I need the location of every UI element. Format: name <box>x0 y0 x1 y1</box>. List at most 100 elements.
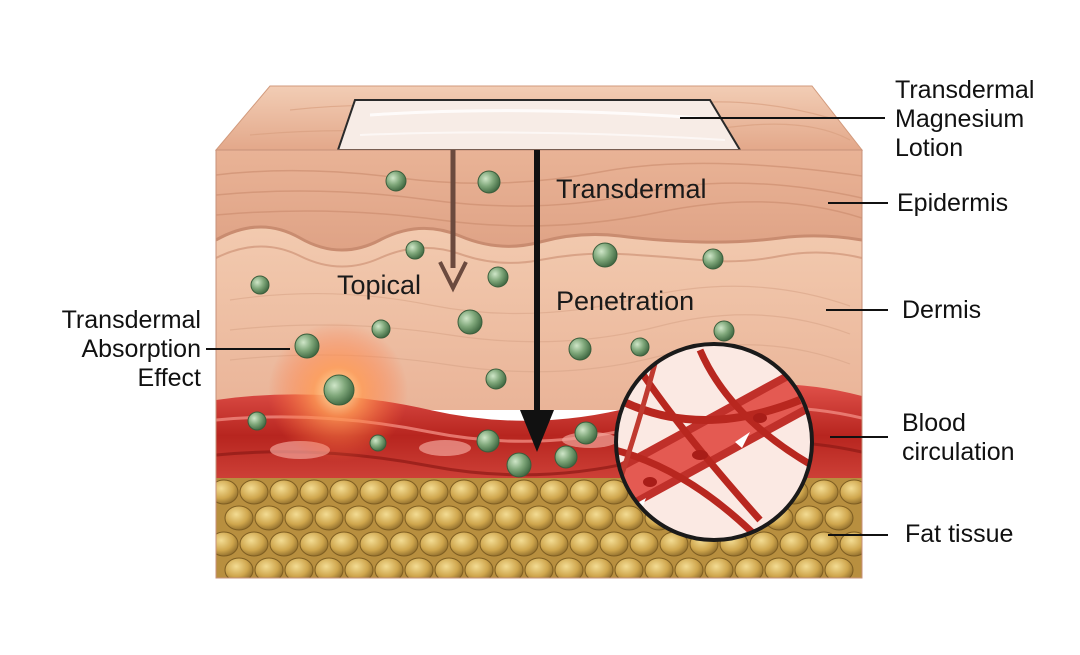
magnesium-particle-icon <box>485 368 507 390</box>
fat-cell <box>629 531 659 557</box>
fat-cell <box>449 479 479 505</box>
label-fat-tissue: Fat tissue <box>905 520 1014 548</box>
label-lotion: Transdermal Magnesium Lotion <box>895 76 1035 162</box>
fat-cell <box>314 505 344 531</box>
fat-cell <box>824 505 854 531</box>
fat-cell <box>314 557 344 578</box>
magnesium-particle-icon <box>713 320 735 342</box>
fat-cell <box>216 479 239 505</box>
magnesium-particle-icon <box>294 333 320 359</box>
magnesium-particle-icon <box>323 374 355 406</box>
fat-cell <box>644 557 674 578</box>
magnesium-particle-icon <box>568 337 592 361</box>
magnesium-particle-icon <box>385 170 407 192</box>
fat-cell <box>254 505 284 531</box>
fat-cell <box>569 531 599 557</box>
fat-cell <box>479 531 509 557</box>
fat-cell <box>839 479 862 505</box>
fat-cell <box>359 531 389 557</box>
fat-cell <box>794 505 824 531</box>
fat-cell <box>329 479 359 505</box>
transdermal-arrow <box>520 150 554 452</box>
blood-vessel-magnifier-icon <box>614 342 814 542</box>
fat-cell <box>479 479 509 505</box>
fat-cell <box>239 479 269 505</box>
fat-cell <box>554 505 584 531</box>
fat-cell <box>389 479 419 505</box>
label-absorption-effect: Transdermal Absorption Effect <box>61 306 201 392</box>
fat-cell <box>554 557 584 578</box>
fat-cell <box>584 557 614 578</box>
fat-cell <box>464 505 494 531</box>
fat-cell <box>404 557 434 578</box>
fat-cell <box>224 557 254 578</box>
magnesium-particle-icon <box>506 452 532 478</box>
fat-cell <box>509 531 539 557</box>
label-epidermis: Epidermis <box>897 189 1009 217</box>
fat-cell <box>269 531 299 557</box>
fat-cell <box>839 531 862 557</box>
fat-cell <box>809 531 839 557</box>
fat-cell <box>434 557 464 578</box>
lotion-patch <box>336 99 742 151</box>
fat-cell <box>764 557 794 578</box>
fat-cell <box>464 557 494 578</box>
magnesium-particle-icon <box>592 242 618 268</box>
fat-cell <box>614 505 644 531</box>
fat-cell <box>299 479 329 505</box>
fat-cell <box>284 557 314 578</box>
fat-cell <box>216 531 239 557</box>
fat-cell <box>254 557 284 578</box>
fat-cell <box>569 479 599 505</box>
fat-cell <box>299 531 329 557</box>
label-penetration: Penetration <box>556 286 695 316</box>
fat-cell <box>224 505 254 531</box>
fat-cell <box>329 531 359 557</box>
fat-cell <box>524 557 554 578</box>
magnesium-particle-icon <box>630 337 650 357</box>
fat-cell <box>374 557 404 578</box>
magnesium-particle-icon <box>487 266 509 288</box>
fat-cell <box>734 557 764 578</box>
fat-cell <box>704 557 734 578</box>
fat-cell <box>749 531 779 557</box>
fat-cell <box>374 505 404 531</box>
fat-cell <box>389 531 419 557</box>
magnesium-particle-icon <box>250 275 270 295</box>
magnesium-particle-icon <box>554 445 578 469</box>
label-dermis: Dermis <box>902 296 982 324</box>
fat-cell <box>359 479 389 505</box>
fat-cell <box>794 557 824 578</box>
magnesium-particle-icon <box>476 429 500 453</box>
leader-lines <box>206 117 888 536</box>
fat-cell <box>509 479 539 505</box>
magnesium-particle-icon <box>574 421 598 445</box>
fat-cell <box>524 505 554 531</box>
magnesium-particle-icon <box>369 434 387 452</box>
fat-cell <box>419 479 449 505</box>
fat-cell <box>494 557 524 578</box>
fat-cell <box>404 505 434 531</box>
magnesium-particle-icon <box>371 319 391 339</box>
fat-cell <box>599 531 629 557</box>
magnesium-particle-icon <box>405 240 425 260</box>
fat-cell <box>239 531 269 557</box>
magnesium-particle-icon <box>247 411 267 431</box>
fat-cell <box>434 505 464 531</box>
fat-cell <box>344 557 374 578</box>
fat-cell <box>539 479 569 505</box>
fat-cell <box>284 505 314 531</box>
label-topical: Topical <box>337 270 422 300</box>
fat-cell <box>584 505 614 531</box>
magnesium-particle-icon <box>457 309 483 335</box>
fat-cell <box>344 505 374 531</box>
fat-cell <box>809 479 839 505</box>
topical-arrow <box>438 150 468 293</box>
label-blood-circulation: Blood circulation <box>902 409 1015 466</box>
fat-cell <box>824 557 854 578</box>
fat-cell <box>494 505 524 531</box>
label-transdermal-path: Transdermal <box>556 174 707 204</box>
fat-cell <box>269 479 299 505</box>
